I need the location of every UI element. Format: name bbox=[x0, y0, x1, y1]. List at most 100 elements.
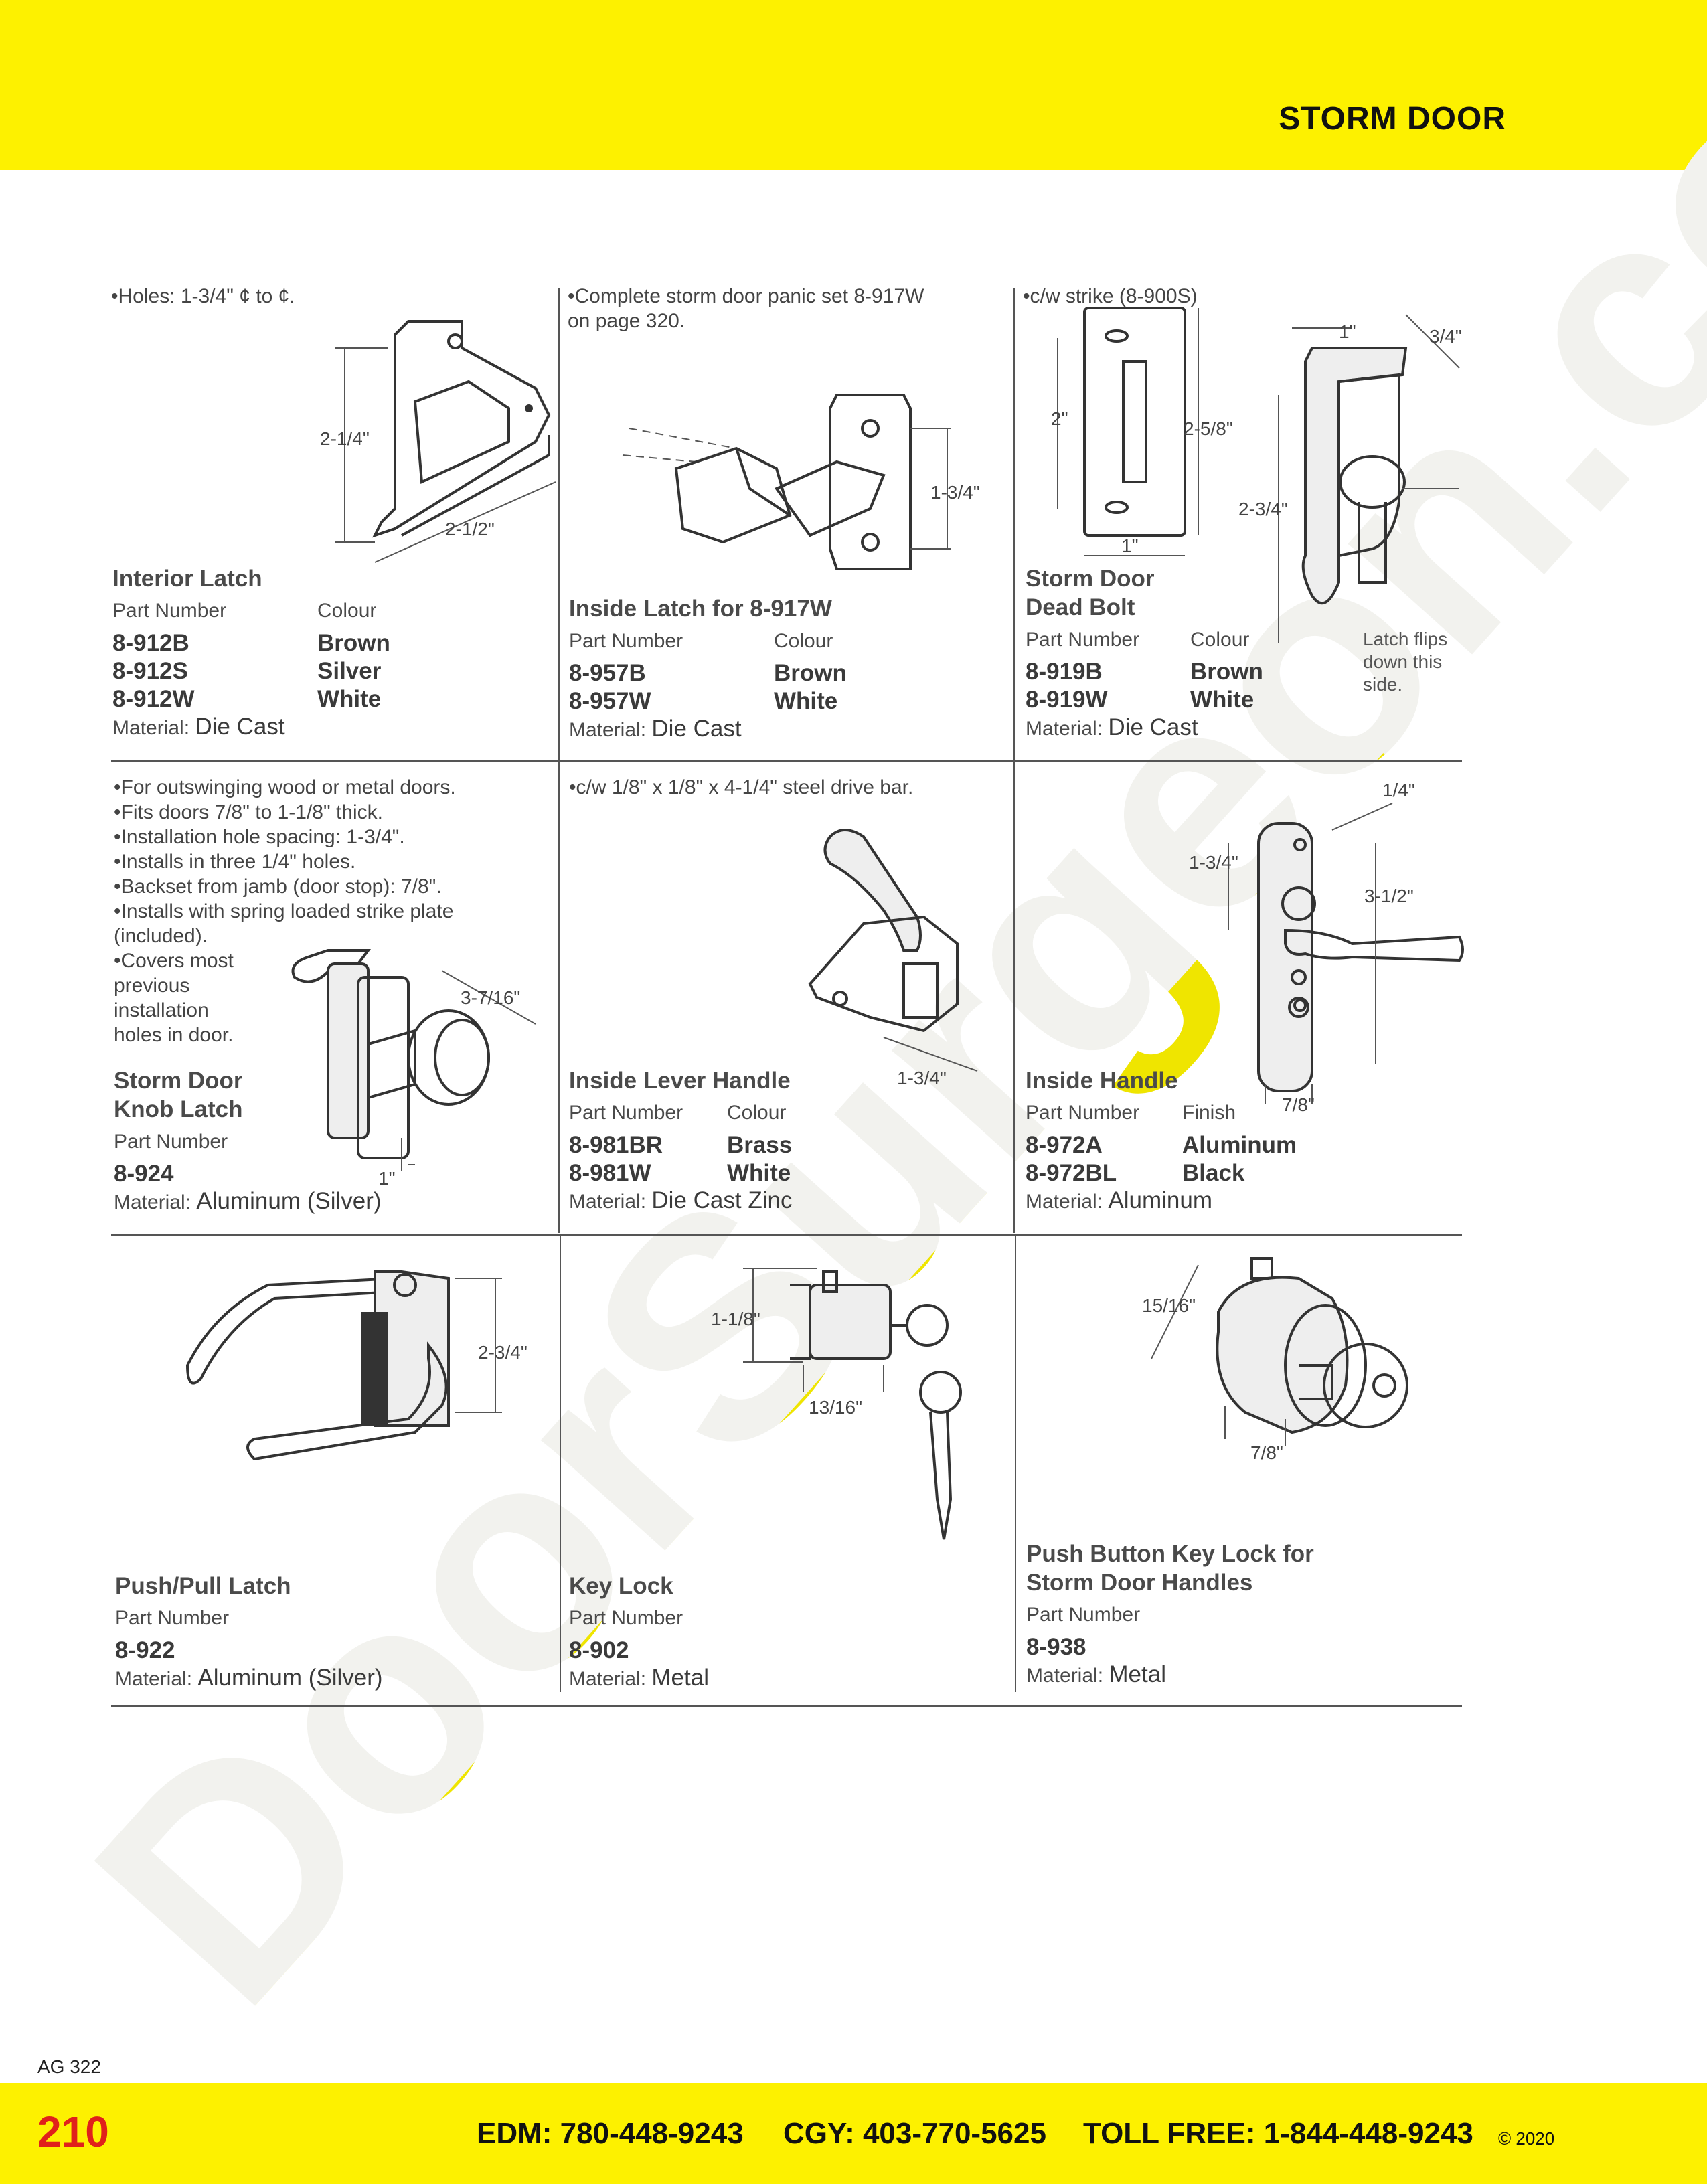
product-inside-lever-info: Inside Lever Handle Part Number Colour 8… bbox=[569, 1066, 1004, 1214]
dim-label: 3/4" bbox=[1429, 326, 1462, 347]
inside-lever-drawing: 1-3/4" bbox=[808, 829, 978, 1088]
col-header-part-number: Part Number bbox=[569, 630, 683, 652]
product-title: Push/Pull Latch bbox=[115, 1573, 291, 1599]
material-line: Material: Die Cast bbox=[569, 716, 742, 742]
inside-handle-drawing: 1/4" 1-3/4" 3-1/2" 7/8" bbox=[1189, 780, 1464, 1115]
table-row: 8-902 bbox=[569, 1637, 629, 1663]
dim-label: 2-3/4" bbox=[478, 1342, 527, 1363]
product-inside-latch: •Complete storm door panic set 8-917W on… bbox=[568, 284, 1003, 333]
col-header-part-number: Part Number bbox=[569, 1607, 683, 1629]
product-notes: •c/w strike (8-900S) bbox=[1023, 285, 1198, 307]
col-header-part-number: Part Number bbox=[1026, 628, 1140, 651]
col-header-part-number: Part Number bbox=[114, 1130, 228, 1153]
material-line: Material: Aluminum bbox=[1026, 1187, 1212, 1213]
dim-label: 2-1/4" bbox=[320, 428, 370, 449]
dim-label: 7/8" bbox=[1282, 1094, 1315, 1115]
dim-label: 1-3/4" bbox=[930, 482, 980, 503]
phone-cgy: CGY: 403-770-5625 bbox=[783, 2117, 1046, 2150]
product-title: Key Lock bbox=[569, 1573, 673, 1599]
dead-bolt-callout: Latch flips down this side. bbox=[1363, 628, 1448, 695]
dim-label: 1-3/4" bbox=[1189, 852, 1238, 873]
phone-toll-free: TOLL FREE: 1-844-448-9243 bbox=[1083, 2117, 1473, 2150]
section-title: STORM DOOR bbox=[1279, 101, 1506, 137]
product-title: Inside Handle bbox=[1026, 1068, 1178, 1094]
dim-label: 2-3/4" bbox=[1238, 499, 1288, 519]
phone-edm: EDM: 780-448-9243 bbox=[477, 2117, 744, 2150]
dim-label: 2" bbox=[1051, 408, 1068, 429]
copyright: © 2020 bbox=[1498, 2128, 1555, 2149]
knob-latch-drawing: 3-7/16" 1" bbox=[291, 949, 536, 1189]
product-knob-latch-info: Storm Door Knob Latch Part Number 8-924 … bbox=[114, 1066, 382, 1215]
dim-label: 2-1/2" bbox=[445, 519, 495, 539]
table-row: 8-938 bbox=[1026, 1634, 1086, 1660]
product-notes: •c/w 1/8" x 1/8" x 4-1/4" steel drive ba… bbox=[569, 776, 914, 799]
col-header-colour: Colour bbox=[1190, 628, 1250, 651]
dim-label: 1/4" bbox=[1382, 780, 1415, 801]
product-title: Interior Latch bbox=[112, 566, 262, 592]
product-push-pull-info: Push/Pull Latch Part Number 8-922 Materi… bbox=[115, 1572, 517, 1691]
product-title: Storm Door Knob Latch bbox=[114, 1068, 243, 1122]
product-push-button-info: Push Button Key Lock for Storm Door Hand… bbox=[1026, 1539, 1455, 1688]
col-header-colour: Colour bbox=[317, 600, 377, 622]
header-bar bbox=[0, 0, 1707, 170]
dim-label: 3-7/16" bbox=[461, 987, 520, 1008]
product-notes: •For outswinging wood or metal doors. •F… bbox=[114, 776, 456, 1046]
dim-label: 3-1/2" bbox=[1364, 886, 1414, 906]
dim-label: 1" bbox=[1339, 321, 1356, 342]
product-notes: •Holes: 1-3/4" ¢ to ¢. bbox=[111, 285, 295, 307]
push-pull-latch-drawing: 2-3/4" bbox=[185, 1270, 527, 1461]
col-header-part-number: Part Number bbox=[115, 1607, 230, 1629]
product-dead-bolt-info: Storm Door Dead Bolt Part Number Colour … bbox=[1026, 564, 1427, 741]
catalog-ref: AG 322 bbox=[37, 2056, 101, 2077]
interior-latch-drawing: 2-1/4" 2-1/2" bbox=[320, 320, 556, 563]
product-title: Push Button Key Lock for Storm Door Hand… bbox=[1026, 1541, 1314, 1596]
key-lock-drawing: 1-1/8" 13/16" bbox=[711, 1268, 962, 1540]
material-line: Material: Metal bbox=[1026, 1661, 1166, 1687]
column-divider bbox=[1013, 288, 1015, 1233]
footer-bar bbox=[0, 2083, 1707, 2184]
page-number: 210 bbox=[37, 2108, 109, 2156]
product-inside-latch-info: Inside Latch for 8-917W Part Number Colo… bbox=[569, 594, 1004, 742]
product-key-lock-info: Key Lock Part Number 8-902 Material: Met… bbox=[569, 1572, 971, 1691]
product-title: Inside Latch for 8-917W bbox=[569, 596, 832, 622]
col-header-part-number: Part Number bbox=[569, 1102, 683, 1124]
dim-label: 1" bbox=[1121, 535, 1139, 556]
material-line: Material: Aluminum (Silver) bbox=[115, 1665, 383, 1691]
column-divider bbox=[558, 288, 560, 1233]
material-line: Material: Die Cast bbox=[1026, 714, 1198, 740]
table-row: 8-922 bbox=[115, 1637, 175, 1663]
col-header-colour: Colour bbox=[727, 1102, 787, 1124]
product-dead-bolt: •c/w strike (8-900S) bbox=[1023, 284, 1458, 309]
dim-label: 1" bbox=[378, 1168, 396, 1189]
col-header-part-number: Part Number bbox=[1026, 1604, 1141, 1626]
row-divider bbox=[111, 1234, 1462, 1236]
column-divider bbox=[1015, 1236, 1016, 1692]
col-header-part-number: Part Number bbox=[112, 600, 227, 622]
col-header-part-number: Part Number bbox=[1026, 1102, 1140, 1124]
inside-latch-drawing: 1-3/4" bbox=[622, 394, 980, 570]
material-line: Material: Metal bbox=[569, 1665, 709, 1691]
row-divider bbox=[111, 760, 1462, 762]
material-line: Material: Die Cast bbox=[112, 713, 285, 740]
material-line: Material: Die Cast Zinc bbox=[569, 1187, 793, 1213]
dim-label: 13/16" bbox=[809, 1397, 862, 1418]
dim-label: 2-5/8" bbox=[1184, 418, 1233, 439]
material-line: Material: Aluminum (Silver) bbox=[114, 1188, 382, 1214]
push-button-key-lock-drawing: 15/16" 7/8" bbox=[1142, 1257, 1408, 1463]
dim-label: 1-3/4" bbox=[897, 1068, 947, 1088]
product-interior-latch: •Holes: 1-3/4" ¢ to ¢. bbox=[111, 284, 546, 309]
col-header-colour: Colour bbox=[774, 630, 833, 652]
product-title: Inside Lever Handle bbox=[569, 1068, 791, 1094]
